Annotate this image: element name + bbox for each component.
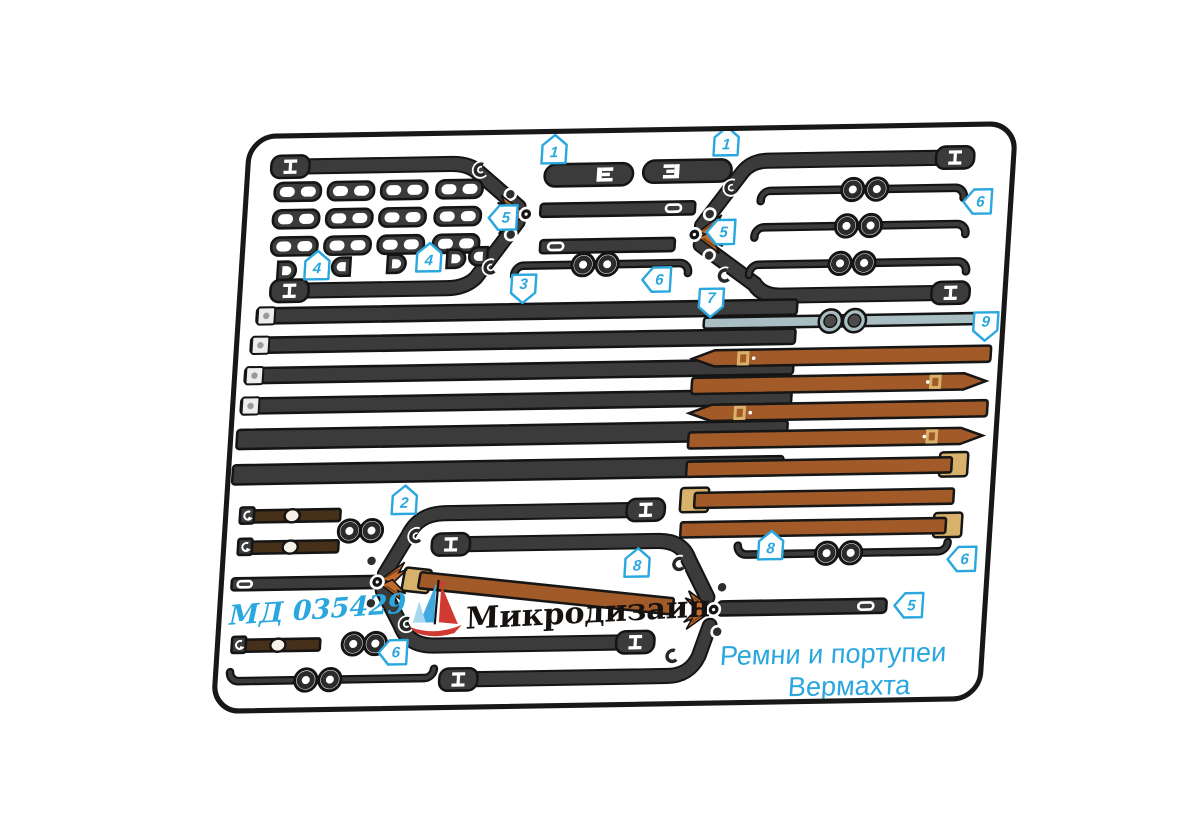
svg-text:4: 4 xyxy=(311,260,322,277)
buckle-end-icon xyxy=(929,279,972,306)
part-tag: 6 xyxy=(961,187,994,216)
svg-text:1: 1 xyxy=(549,144,558,161)
product-title-line1: Ремни и портупеи xyxy=(719,636,947,671)
fret-artwork: МД 035429 Микродизаин Ремни и портупеи В… xyxy=(225,126,1000,702)
svg-text:8: 8 xyxy=(766,540,776,557)
buckle-end-icon xyxy=(436,666,480,693)
svg-text:6: 6 xyxy=(976,193,986,210)
svg-text:1: 1 xyxy=(721,136,730,153)
buckle-slot-e-mirrored-icon xyxy=(662,164,680,179)
svg-text:2: 2 xyxy=(399,495,410,512)
part-tag: 1 xyxy=(540,133,569,165)
buckle-end-icon xyxy=(933,144,977,171)
svg-text:6: 6 xyxy=(960,551,970,568)
svg-text:7: 7 xyxy=(707,290,717,307)
spectacle-buckle-pairs xyxy=(330,519,394,655)
svg-text:5: 5 xyxy=(719,224,729,241)
product-code-text: МД 035429 xyxy=(228,588,407,632)
part-tag: 8 xyxy=(623,546,652,579)
svg-text:6: 6 xyxy=(655,271,665,288)
part-tag: 5 xyxy=(486,204,519,232)
svg-text:6: 6 xyxy=(391,644,401,661)
svg-text:9: 9 xyxy=(981,313,991,330)
buckle-end-icon xyxy=(268,153,312,180)
buckle-plates-part-1 xyxy=(543,158,733,188)
wire-frame-part-3 xyxy=(509,252,693,281)
svg-text:5: 5 xyxy=(501,209,511,226)
svg-text:5: 5 xyxy=(907,597,917,614)
part-tag: 6 xyxy=(640,266,673,294)
part-tag: 4 xyxy=(303,249,332,281)
strap-part-5-bottom-right xyxy=(716,597,888,617)
part-tag: 6 xyxy=(376,638,409,666)
svg-text:8: 8 xyxy=(632,557,642,574)
part-tag: 7 xyxy=(696,287,726,319)
leather-sling-part-8 xyxy=(400,566,676,616)
part-tag: 1 xyxy=(712,126,741,157)
part-tag: 5 xyxy=(892,591,925,619)
buckle-slot-e-icon xyxy=(596,167,614,182)
small-watch-straps xyxy=(230,506,342,655)
thin-strap-bottom-left xyxy=(230,574,382,592)
part-tag: 5 xyxy=(704,218,737,246)
strap-end-rivet-tabs xyxy=(240,306,277,416)
buckle-end-icon xyxy=(613,629,657,656)
wire-frames-part-6-right xyxy=(744,176,971,280)
part-tag: 2 xyxy=(390,484,419,516)
leather-belts-right-block xyxy=(678,344,993,539)
wire-frame-bottom-right xyxy=(733,537,952,566)
svg-text:3: 3 xyxy=(519,276,529,293)
part-tag: 9 xyxy=(971,310,1000,343)
svg-text:4: 4 xyxy=(423,252,434,269)
part-tag: 3 xyxy=(509,273,538,305)
part-tag: 4 xyxy=(414,241,444,273)
part-tag: 8 xyxy=(756,529,786,561)
middle-short-straps xyxy=(538,200,697,255)
wire-frame-bottom-left xyxy=(225,664,439,693)
part-tag: 6 xyxy=(945,545,978,573)
harness-assembly-top-right xyxy=(692,144,977,306)
equipment-strap-part-9 xyxy=(702,307,981,334)
buckle-end-icon xyxy=(268,277,311,304)
belt-keeper-loops-grid xyxy=(269,178,485,258)
product-title-line2: Вермахта xyxy=(787,669,912,702)
long-straps-left-block xyxy=(230,298,799,486)
buckle-end-icon xyxy=(624,496,668,523)
buckle-end-icon xyxy=(429,531,473,558)
photo-etch-fret-sheet: МД 035429 Микродизаин Ремни и портупеи В… xyxy=(210,121,1019,715)
